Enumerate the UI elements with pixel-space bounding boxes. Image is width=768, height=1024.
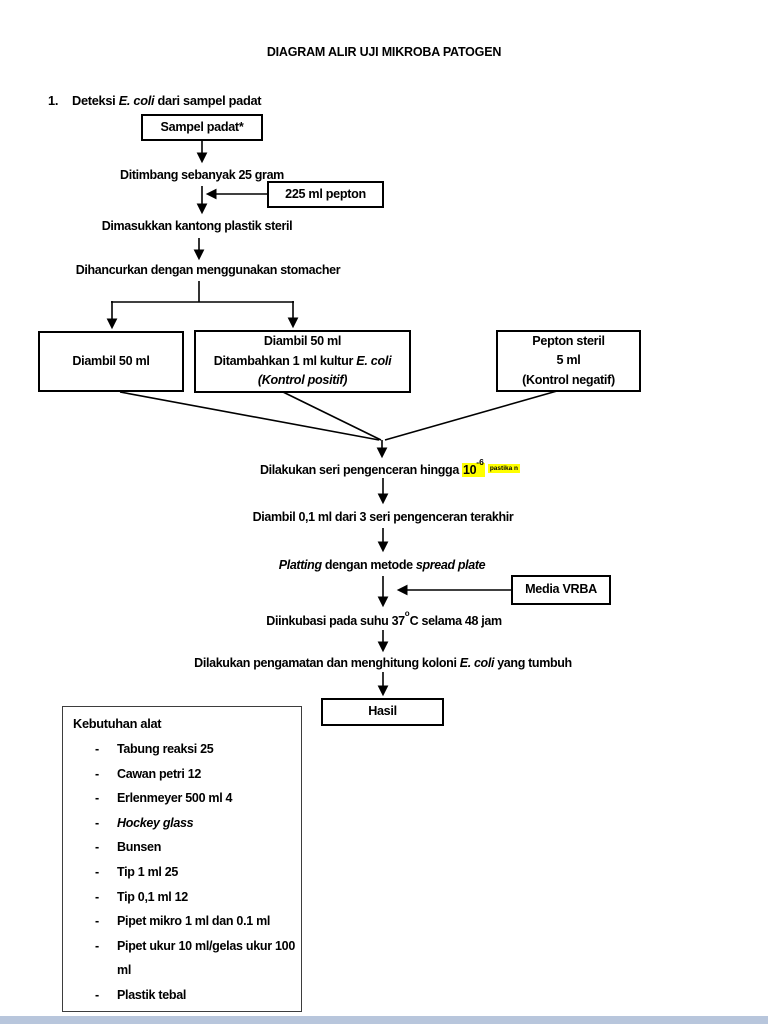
kontrol-positif-line2: Ditambahkan 1 ml kultur E. coli: [213, 353, 392, 368]
kontrol-negatif-box: Pepton steril 5 ml (Kontrol negatif): [496, 330, 641, 392]
highlight-note: pastika n: [487, 464, 521, 474]
kebutuhan-alat-box: Kebutuhan alat -Tabung reaksi 25 -Cawan …: [62, 706, 302, 1012]
media-vrba-label: Media VRBA: [525, 582, 597, 597]
list-item: -Tabung reaksi 25: [73, 737, 291, 762]
pepton-225-label: 225 ml pepton: [285, 186, 366, 201]
page-title: DIAGRAM ALIR UJI MIKROBA PATOGEN: [266, 45, 502, 59]
kontrol-positif-line1: Diambil 50 ml: [263, 334, 342, 349]
dash-bullet: -: [95, 840, 99, 855]
section-title-post: dari sampel padat: [154, 93, 262, 108]
step-diambil-01: Diambil 0,1 ml dari 3 seri pengenceran t…: [252, 510, 514, 524]
step-pengenceran: Dilakukan seri pengenceran hingga 10-6pa…: [259, 457, 521, 480]
list-item: -Pipet ukur 10 ml/gelas ukur 100 ml: [73, 934, 295, 983]
dash-bullet: -: [95, 742, 99, 756]
hasil-box: Hasil: [321, 698, 444, 726]
dash-bullet: -: [95, 766, 99, 781]
section-heading: 1. Deteksi E. coli dari sampel padat: [48, 93, 262, 108]
kontrol-negatif-line2: 5 ml: [556, 353, 581, 368]
list-item: -Erlenmeyer 500 ml 4: [73, 786, 291, 811]
list-item: -Hockey glass: [73, 811, 291, 836]
pengenceran-text: Dilakukan seri pengenceran hingga: [259, 463, 463, 478]
highlight-ten-minus-six: 10-6: [462, 457, 485, 478]
equipment-title: Kebutuhan alat: [73, 716, 162, 731]
kontrol-positif-line3: (Kontrol positif): [257, 373, 348, 388]
equipment-list: -Tabung reaksi 25 -Cawan petri 12 -Erlen…: [73, 737, 295, 1008]
list-item: -Cawan petri 12: [73, 762, 291, 787]
arrow-timbang-to-kantong: [196, 186, 267, 215]
kontrol-negatif-line1: Pepton steril: [532, 333, 605, 348]
dash-bullet: -: [95, 938, 99, 953]
diambil-50-label: Diambil 50 ml: [72, 353, 150, 368]
branch-to-three-boxes: [106, 281, 299, 330]
kontrol-negatif-line3: (Kontrol negatif): [522, 372, 615, 387]
list-item: -Tip 1 ml 25: [73, 860, 291, 885]
list-item: -Tip 0,1 ml 12: [73, 885, 291, 910]
step-pengamatan: Dilakukan pengamatan dan menghitung kolo…: [194, 656, 572, 670]
step-dimasukkan: Dimasukkan kantong plastik steril: [101, 219, 293, 233]
hasil-label: Hasil: [368, 704, 397, 719]
section-title-pre: Deteksi: [72, 93, 119, 108]
step-inkubasi: Diinkubasi pada suhu 37oC selama 48 jam: [266, 609, 502, 629]
dash-bullet: -: [95, 987, 99, 1002]
list-item: -Pipet mikro 1 ml dan 0.1 ml: [73, 909, 291, 934]
list-item: -Bunsen: [73, 835, 291, 860]
dash-bullet: -: [95, 815, 99, 830]
list-item: -Plastik tebal: [73, 983, 291, 1008]
converging-lines: [119, 390, 558, 459]
page-edge-strip: [0, 1016, 768, 1024]
dash-bullet: -: [95, 889, 99, 904]
sampel-padat-box: Sampel padat*: [141, 114, 263, 141]
dash-bullet: -: [95, 914, 99, 929]
arrow-platting-to-inkubasi: [377, 576, 511, 608]
section-number: 1.: [48, 93, 59, 108]
step-dihancurkan: Dihancurkan dengan menggunakan stomacher: [75, 263, 341, 277]
dash-bullet: -: [95, 791, 99, 806]
section-title-italic: E. coli: [118, 93, 155, 108]
pepton-225-box: 225 ml pepton: [267, 181, 384, 208]
media-vrba-box: Media VRBA: [511, 575, 611, 605]
step-platting: Platting dengan metode spread plate: [278, 558, 486, 572]
sampel-padat-label: Sampel padat*: [160, 119, 244, 134]
diambil-50-box: Diambil 50 ml: [38, 331, 184, 392]
step-ditimbang: Ditimbang sebanyak 25 gram: [120, 168, 284, 182]
dash-bullet: -: [95, 864, 99, 879]
kontrol-positif-box: Diambil 50 ml Ditambahkan 1 ml kultur E.…: [194, 330, 411, 393]
